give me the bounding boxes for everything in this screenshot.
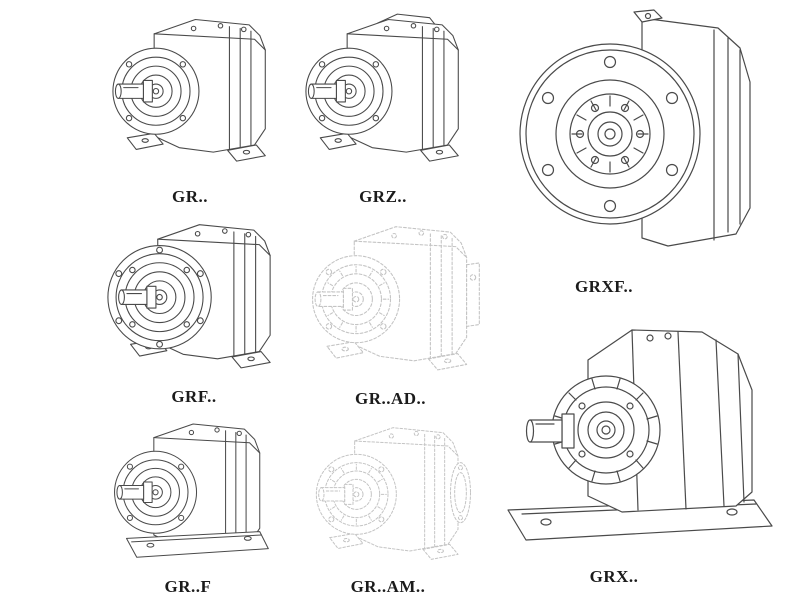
figure-gram: GR..AM..	[288, 416, 488, 598]
figure-grz: GRZ..	[288, 0, 478, 208]
figure-label-grad: GR..AD..	[354, 389, 427, 408]
figure-label-grff: GR..F	[164, 577, 212, 596]
gearbox-drawing-gr	[95, 0, 285, 186]
gearbox-drawing-gram	[288, 416, 488, 576]
gearbox-drawing-grz	[288, 0, 478, 186]
gearbox-drawing-grad	[288, 214, 493, 388]
figure-grxf: GRXF..	[492, 0, 792, 298]
figure-grf: GRF..	[95, 212, 293, 408]
gearbox-drawing-grf	[95, 212, 293, 386]
figure-label-grf: GRF..	[171, 387, 217, 406]
figure-grad: GR..AD..	[288, 214, 493, 410]
gearbox-drawing-grff	[92, 412, 284, 576]
figure-label-gram: GR..AM..	[350, 577, 426, 596]
gearbox-drawing-grx	[507, 329, 773, 541]
figure-label-gr: GR..	[172, 187, 208, 206]
figure-label-grz: GRZ..	[359, 187, 407, 206]
gearbox-drawing-grxf	[519, 9, 751, 247]
figure-gr: GR..	[95, 0, 285, 208]
figure-label-grxf: GRXF..	[574, 277, 634, 296]
figure-grx: GRX..	[492, 300, 792, 588]
figure-label-grx: GRX..	[589, 567, 639, 586]
figure-grff: GR..F	[92, 412, 284, 598]
